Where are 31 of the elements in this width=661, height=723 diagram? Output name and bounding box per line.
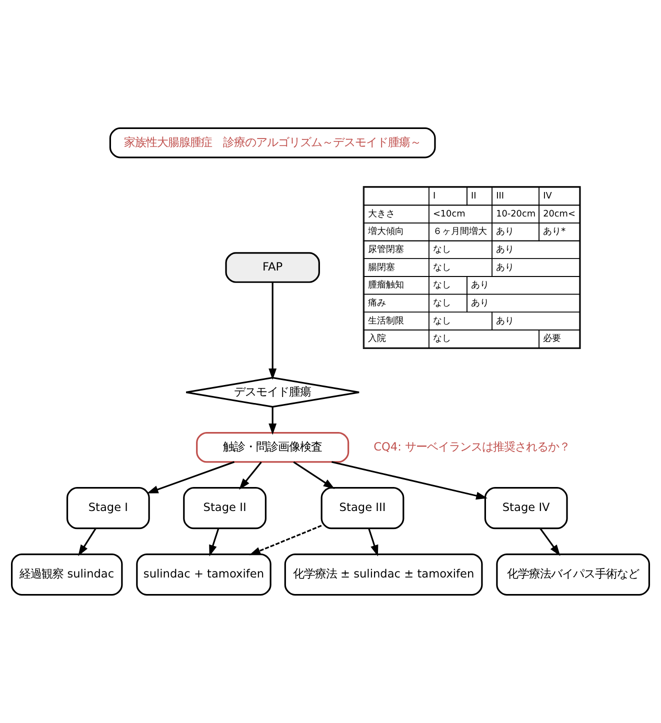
label: なし <box>432 262 451 273</box>
label: 尿管閉塞 <box>368 244 404 255</box>
label: あり <box>496 316 514 326</box>
label: なし <box>432 298 451 308</box>
label: 増大傾向 <box>368 227 404 238</box>
label: なし <box>432 334 451 344</box>
label: 10-20cm <box>496 209 536 220</box>
label: 生活制限 <box>368 316 404 326</box>
label: 入院 <box>368 334 386 344</box>
label: あり <box>471 298 490 308</box>
label: 痛み <box>368 298 386 308</box>
label: 大きさ <box>368 209 396 220</box>
label: <10cm <box>432 209 466 220</box>
label: ６ヶ月間増大 <box>432 227 487 238</box>
label: I <box>432 192 436 202</box>
label: 腸閉塞 <box>368 262 396 273</box>
label: あり <box>471 280 490 291</box>
label: IV <box>543 192 552 202</box>
label: なし <box>432 280 451 291</box>
label: 必要 <box>543 334 562 344</box>
label: なし <box>432 316 451 326</box>
label: III <box>496 192 504 202</box>
label: あり <box>496 262 514 273</box>
label: CQ4: サーベイランスは推奨されるか？ <box>374 439 570 454</box>
label: 20cm< <box>543 209 576 220</box>
label: あり <box>496 227 514 238</box>
label: 腫瘤触知 <box>368 280 404 291</box>
label: II <box>471 192 476 202</box>
label: なし <box>432 244 451 255</box>
label: あり <box>496 244 514 255</box>
label: あり* <box>543 227 566 238</box>
